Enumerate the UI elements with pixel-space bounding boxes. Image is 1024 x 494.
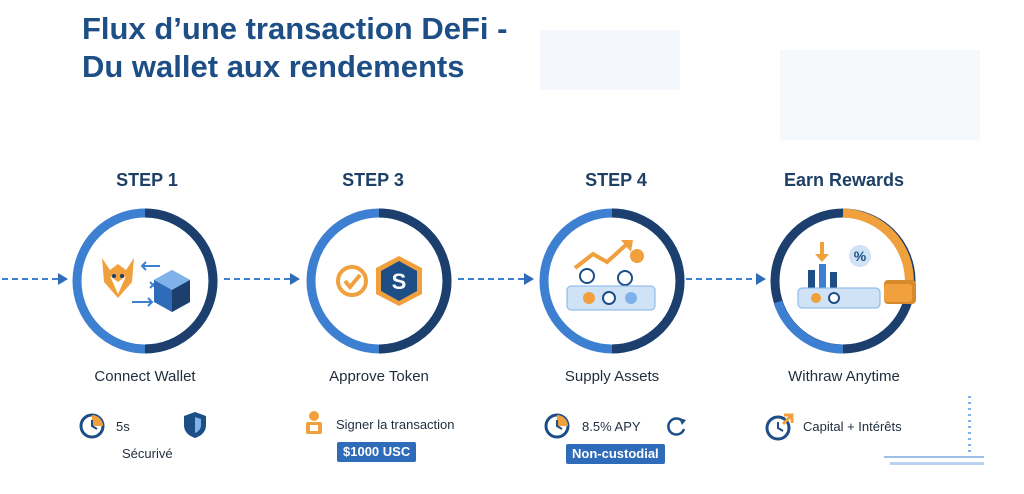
wallet-icon: [884, 280, 916, 304]
title-line-1: Flux d’une transaction DeFi -: [82, 11, 508, 46]
amount-badge: $1000 USC: [337, 442, 417, 462]
non-custodial-badge: Non-custodial: [566, 444, 665, 464]
card-icon: [566, 285, 656, 311]
capital-interest-text: Capital + Intérêts: [803, 419, 902, 434]
step-3-circle: S: [306, 208, 452, 354]
step-1-circle: [72, 208, 218, 354]
growth-chart-icon: [573, 240, 633, 270]
step-4-circle: [539, 208, 685, 354]
decorative-marks: [884, 396, 984, 465]
percent-icon: %: [849, 245, 871, 267]
step-4-caption: Supply Assets: [564, 368, 660, 385]
hand-coin-icon: [306, 411, 322, 434]
title-line-2: Du wallet aux rendements: [82, 49, 465, 84]
step-1-security: Sécurivé: [122, 446, 173, 461]
earn-rewards-label: Earn Rewards: [783, 170, 905, 190]
flow-arrow-in: [2, 273, 68, 285]
page-title: Flux d’une transaction DeFi - Du wallet …: [82, 10, 507, 86]
clock-icon: [544, 413, 570, 439]
swap-arrows-icon: [132, 261, 160, 307]
apy-value: 8.5% APY: [582, 419, 641, 434]
earn-rewards-circle: %: [770, 208, 916, 354]
step-1-label: STEP 1: [116, 170, 178, 190]
svg-text:%: %: [854, 248, 867, 264]
step-3-caption: Approve Token: [329, 368, 429, 385]
clock-icon: [765, 413, 794, 441]
background-decoration: [540, 30, 980, 140]
coin-icon: [579, 249, 644, 286]
earn-rewards-caption: Withraw Anytime: [788, 368, 900, 385]
flow-arrow-4-rewards: [686, 273, 766, 285]
refresh-icon: [667, 417, 686, 436]
flow-arrow-1-3: [224, 273, 300, 285]
step-1-time: 5s: [116, 419, 130, 434]
checkmark-icon: [336, 265, 368, 297]
s-token-hexagon-icon: S: [376, 256, 422, 306]
step-4-label: STEP 4: [585, 170, 647, 190]
cube-token-icon: [154, 270, 190, 312]
step-3-label: STEP 3: [342, 170, 404, 190]
flow-arrow-3-4: [458, 273, 534, 285]
clock-icon: [79, 413, 105, 439]
bar-chart-icon: [808, 242, 837, 290]
step-1-caption: Connect Wallet: [94, 368, 196, 385]
shield-icon: [184, 412, 206, 438]
svg-text:S: S: [392, 269, 407, 294]
step-3-sign-text: Signer la transaction: [336, 417, 455, 432]
fox-wallet-icon: [102, 258, 134, 298]
